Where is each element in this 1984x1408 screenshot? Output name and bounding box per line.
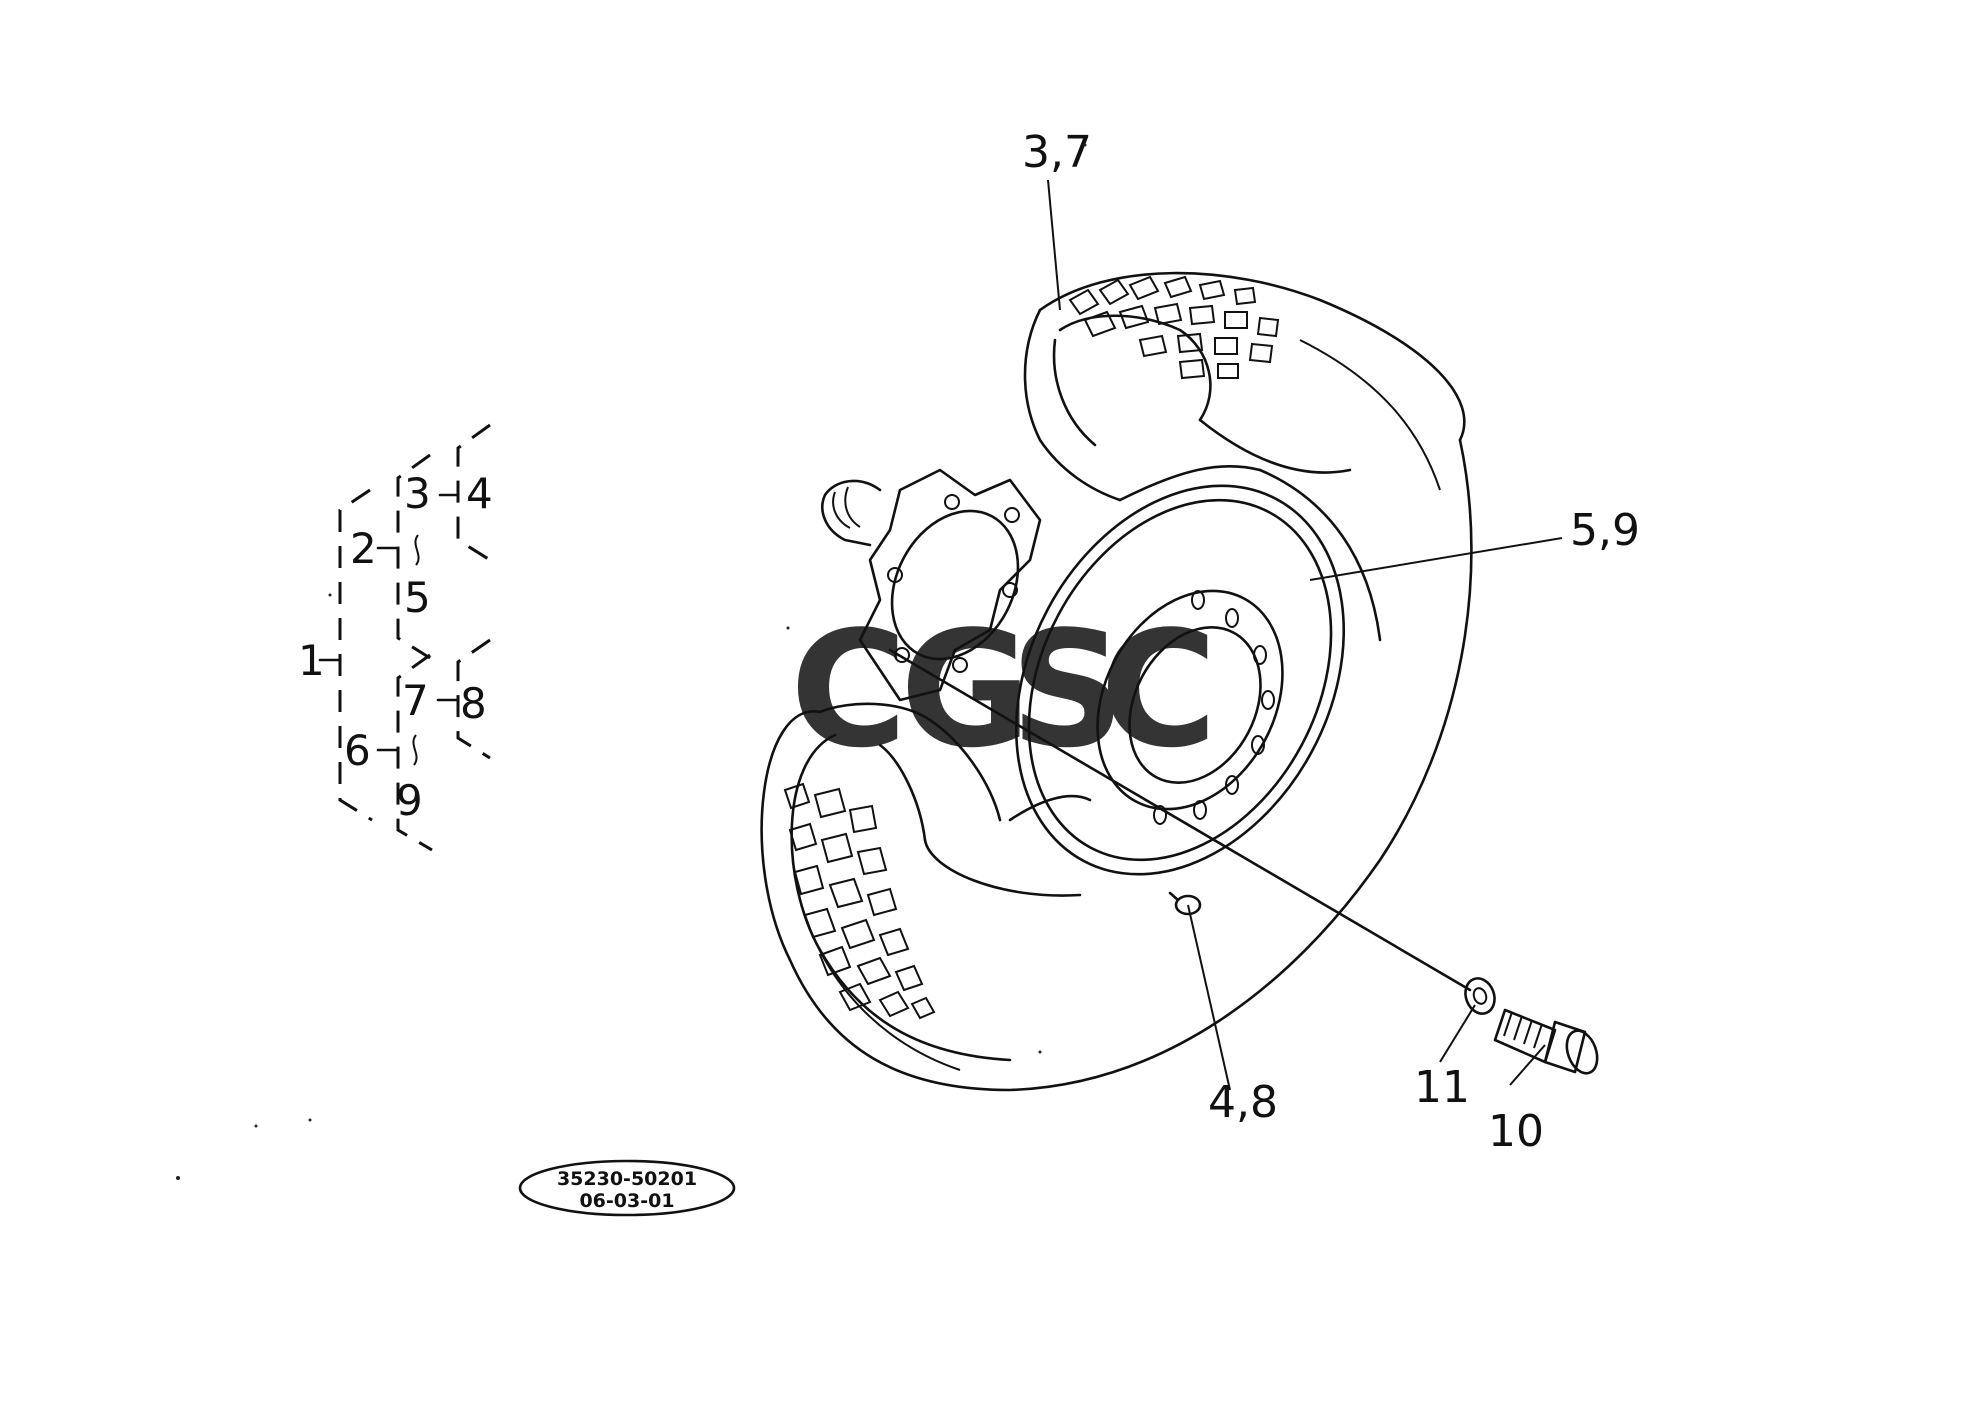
watermark-letter-3: S (1010, 596, 1125, 783)
watermark-letter-2: G (900, 596, 1031, 783)
tree-node-1: 1 (298, 636, 325, 685)
rim (1014, 484, 1346, 876)
callout-bolt: 10 (1488, 1106, 1544, 1157)
tree-node-5: 5 (404, 573, 431, 622)
leader-lines (888, 179, 1563, 1091)
tire-upper (1023, 271, 1466, 642)
tree-node-7: 7 (402, 676, 429, 725)
watermark-logo: C G S C (790, 596, 1217, 783)
tree-node-3: 3 (404, 469, 431, 518)
valve-icon (1168, 891, 1202, 916)
assembly-tree (318, 423, 491, 852)
callout-rim: 5,9 (1570, 505, 1640, 556)
reference-line-1: 35230-50201 (557, 1168, 697, 1190)
tire-lower (760, 438, 1473, 1092)
tree-node-2: 2 (350, 524, 377, 573)
tree-node-4: 4 (466, 469, 493, 518)
washer-icon (1464, 977, 1496, 1015)
bolt-icon (1493, 1008, 1599, 1075)
reference-code: 35230-50201 06-03-01 (518, 1159, 736, 1217)
tree-node-6: 6 (344, 726, 371, 775)
callout-washer: 11 (1414, 1062, 1470, 1113)
hub-flange (821, 468, 1042, 702)
reference-line-2: 06-03-01 (579, 1190, 674, 1212)
watermark-letter-4: C (1100, 596, 1217, 783)
watermark-letter-1: C (790, 596, 907, 783)
scan-specks (176, 143, 1087, 1180)
tree-node-8: 8 (460, 679, 487, 728)
callout-tire-upper: 3,7 (1022, 127, 1092, 178)
callout-valve: 4,8 (1208, 1077, 1278, 1128)
tree-node-9: 9 (396, 776, 423, 825)
